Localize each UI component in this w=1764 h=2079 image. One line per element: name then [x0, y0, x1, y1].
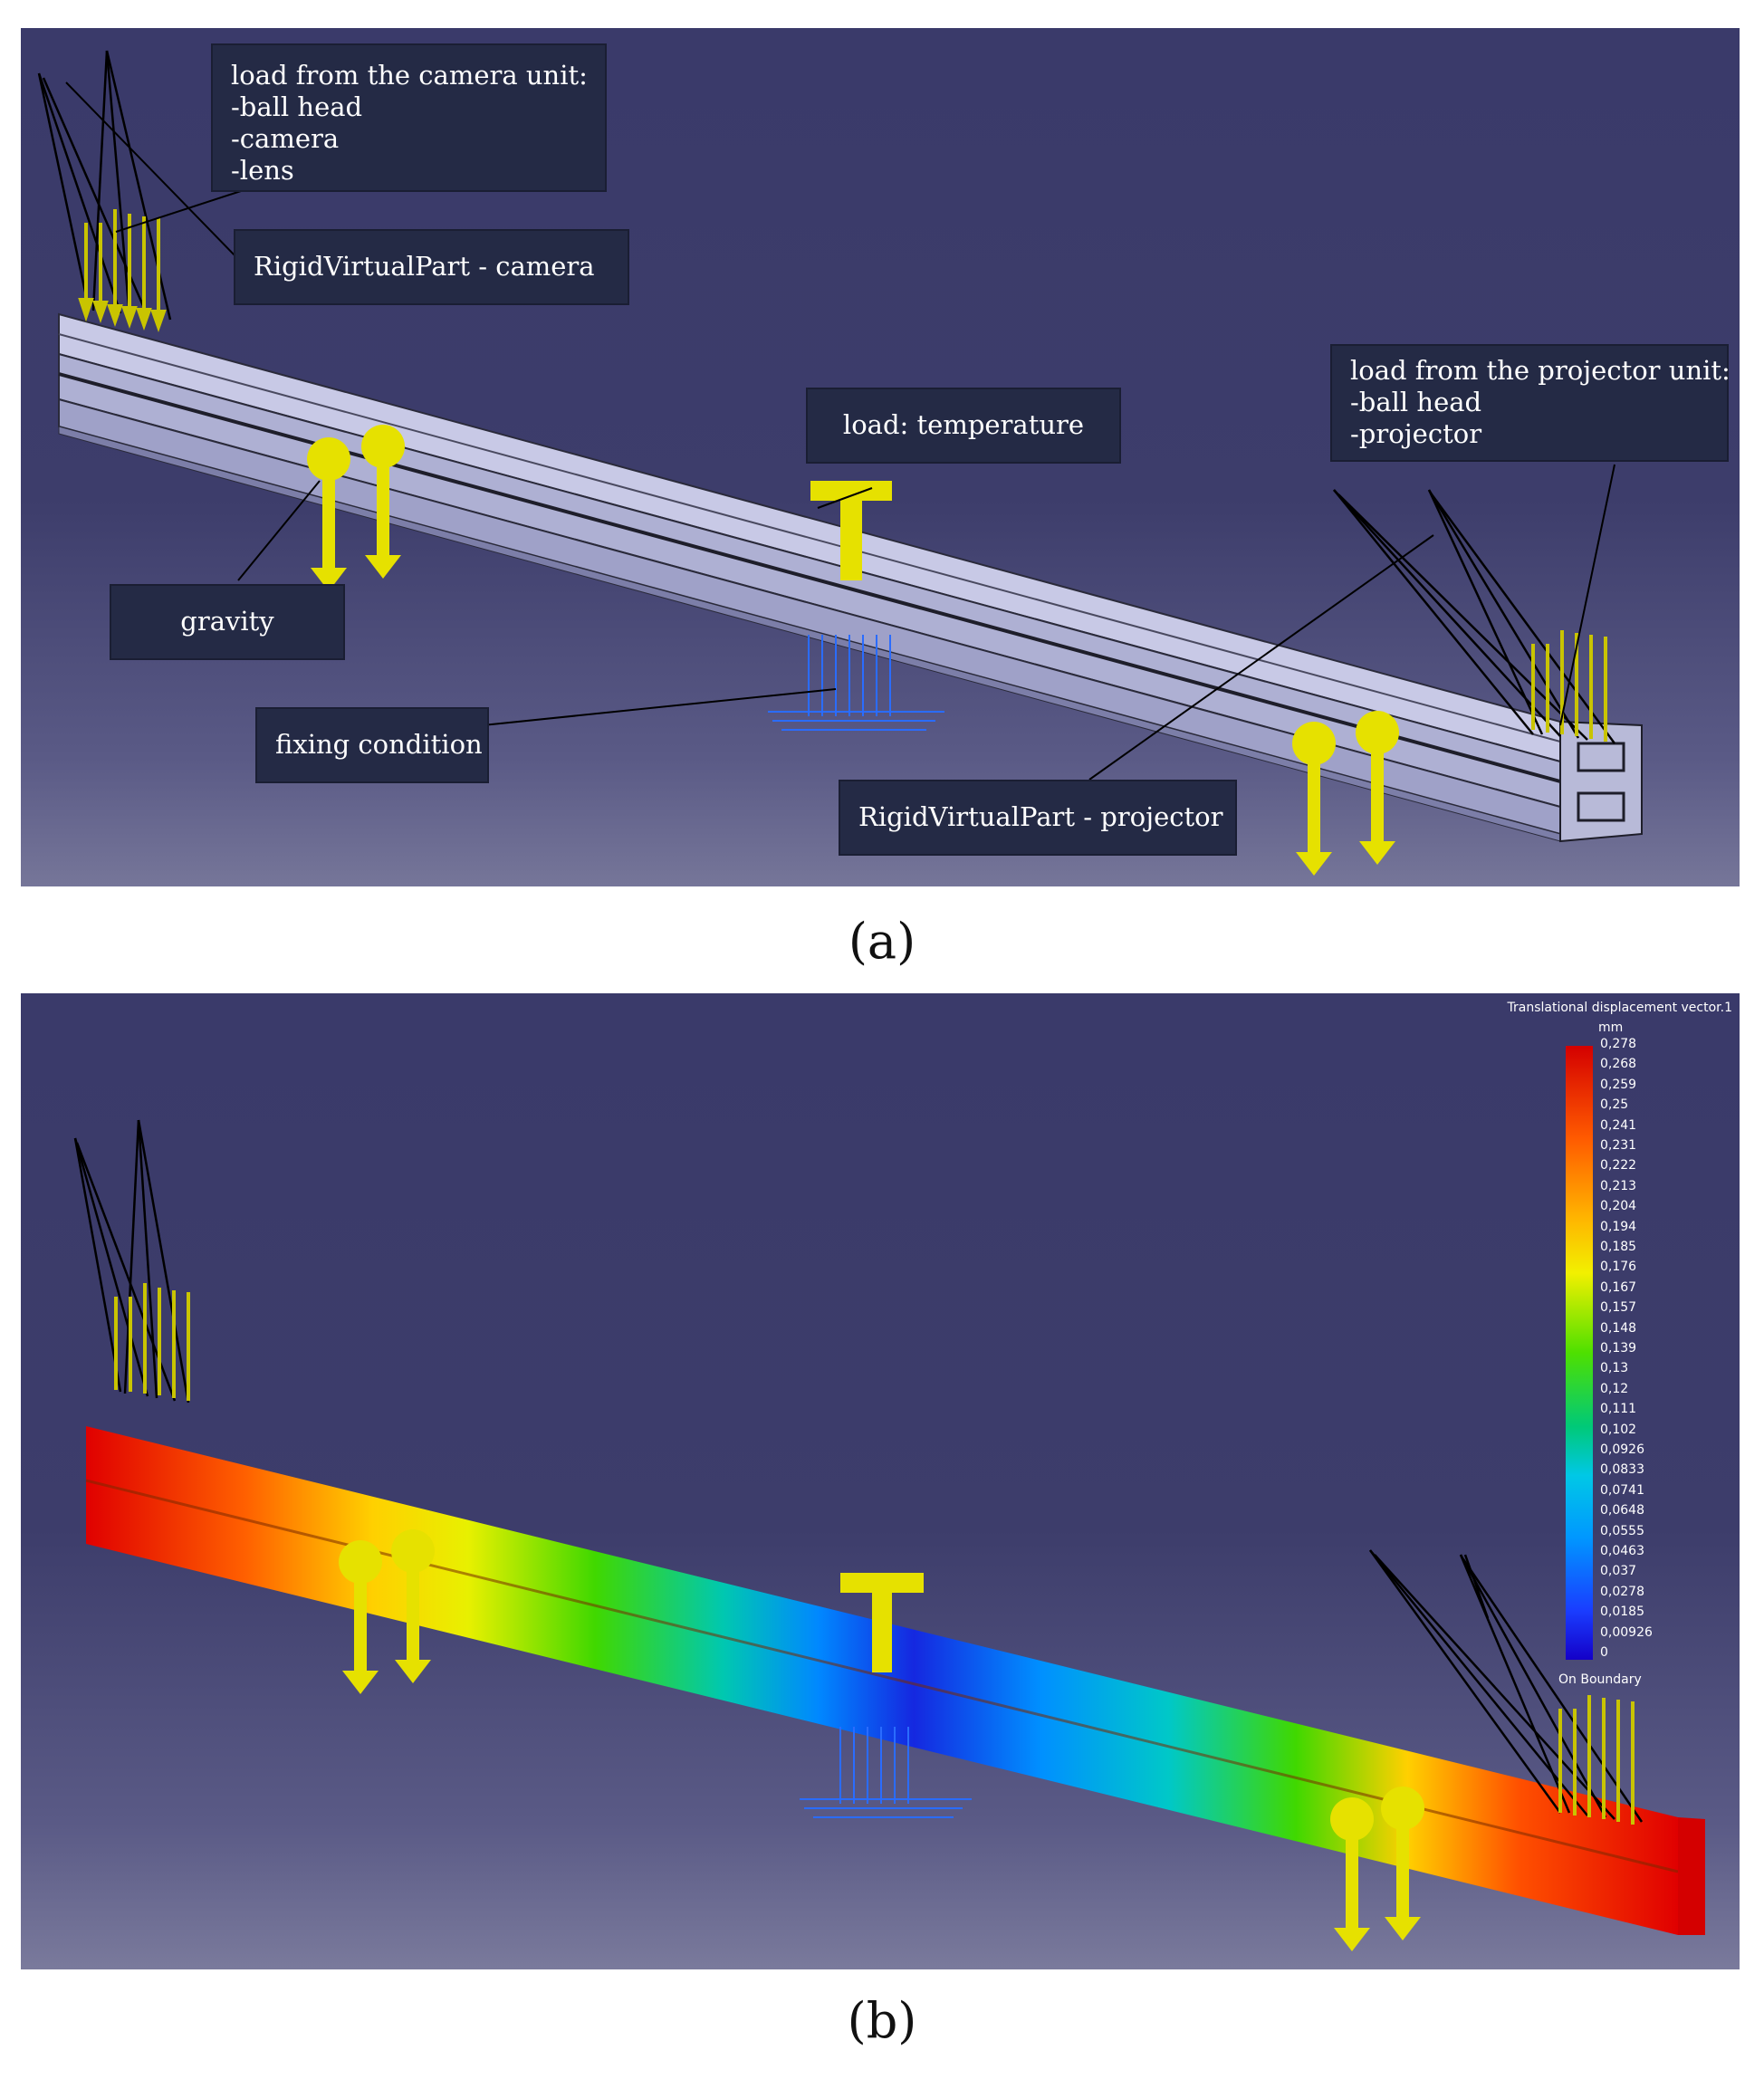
legend-tick-label: 0,00926	[1600, 1624, 1653, 1640]
aluminum-profile-beam[interactable]	[58, 312, 1643, 843]
legend-tick-label: 0,0833	[1600, 1462, 1644, 1478]
legend-tick-label: 0,157	[1600, 1300, 1637, 1316]
displacement-color-legend: Translational displacement vector.1 mm 0…	[1506, 1001, 1732, 1716]
fixing-condition-marker-b[interactable]	[800, 1727, 972, 1818]
legend-tick-label: 0,268	[1600, 1057, 1637, 1072]
legend-tick-label: 0	[1600, 1645, 1608, 1660]
camera-load-arrows-b	[114, 1283, 190, 1401]
legend-tick-label: 0,12	[1600, 1381, 1629, 1396]
displacement-scene-b	[73, 1119, 1705, 1951]
legend-tick-label: 0,241	[1600, 1117, 1637, 1133]
legend-tick-label: 0,204	[1600, 1199, 1637, 1214]
beam-scene-a	[37, 50, 1643, 876]
legend-tick-label: 0,259	[1600, 1077, 1637, 1092]
legend-unit: mm	[1598, 1020, 1624, 1035]
legend-tick-label: 0,0278	[1600, 1584, 1644, 1599]
projector-load-vectors[interactable]	[1333, 489, 1616, 744]
caption-b: (b)	[847, 1992, 917, 2049]
legend-tick-label: 0,222	[1600, 1158, 1637, 1174]
label-projector-load: load from the projector unit: -ball head…	[1330, 344, 1730, 462]
legend-tick-label: 0,194	[1600, 1219, 1637, 1234]
camera-load-vectors-b[interactable]	[73, 1119, 190, 1404]
viewport-a[interactable]: load from the camera unit: -ball head -c…	[21, 28, 1740, 886]
legend-footer: On Boundary	[1558, 1672, 1642, 1687]
legend-color-bar	[1566, 1046, 1593, 1660]
gravity-arrows[interactable]	[307, 425, 1399, 876]
legend-tick-label: 0,139	[1600, 1341, 1637, 1356]
legend-tick-label: 0,278	[1600, 1037, 1637, 1051]
viewport-b[interactable]: Translational displacement vector.1 mm 0…	[21, 993, 1740, 1969]
annotation-leader-lines	[65, 81, 1615, 781]
legend-tick-label: 0,111	[1600, 1402, 1637, 1417]
legend-tick-label: 0,0741	[1600, 1482, 1644, 1498]
legend-tick-label: 0,231	[1600, 1138, 1637, 1153]
legend-tick-label: 0,0648	[1600, 1503, 1644, 1519]
legend-tick-label: 0,148	[1600, 1320, 1637, 1336]
label-camera-load: load from the camera unit: -ball head -c…	[211, 43, 607, 192]
fixing-condition-marker[interactable]	[768, 635, 944, 731]
label-temperature-load: load: temperature	[806, 388, 1121, 464]
legend-tick-label: 0,167	[1600, 1279, 1637, 1295]
projector-load-arrows-b	[1558, 1695, 1635, 1825]
label-fixing-condition: fixing condition	[255, 707, 489, 783]
camera-load-arrows	[78, 209, 167, 333]
deformed-beam-contour[interactable]	[85, 1426, 1705, 1935]
legend-title: Translational displacement vector.1	[1507, 1001, 1732, 1015]
label-projector-rigid-part: RigidVirtualPart - projector	[839, 780, 1237, 856]
label-camera-rigid-part: RigidVirtualPart - camera	[234, 229, 629, 305]
legend-tick-label: 0,0463	[1600, 1544, 1644, 1558]
projector-load-arrows	[1531, 630, 1607, 742]
caption-a: (a)	[848, 913, 916, 970]
legend-tick-label: 0,0926	[1600, 1442, 1644, 1457]
camera-load-vectors[interactable]	[37, 50, 172, 321]
label-gravity: gravity	[110, 584, 345, 660]
temperature-load-icon-b[interactable]	[840, 1573, 924, 1672]
legend-tick-label: 0,102	[1600, 1422, 1637, 1437]
legend-tick-label: 0,0555	[1600, 1523, 1644, 1538]
legend-tick-label: 0,176	[1600, 1260, 1637, 1275]
legend-tick-label: 0,037	[1600, 1564, 1637, 1579]
legend-tick-label: 0,185	[1600, 1240, 1637, 1254]
legend-tick-label: 0,25	[1600, 1097, 1629, 1113]
gravity-arrows-b[interactable]	[339, 1529, 1424, 1951]
legend-tick-label: 0,0185	[1600, 1605, 1644, 1620]
legend-tick-label: 0,213	[1600, 1178, 1637, 1193]
temperature-load-icon[interactable]	[810, 481, 892, 580]
legend-tick-label: 0,13	[1600, 1361, 1629, 1376]
